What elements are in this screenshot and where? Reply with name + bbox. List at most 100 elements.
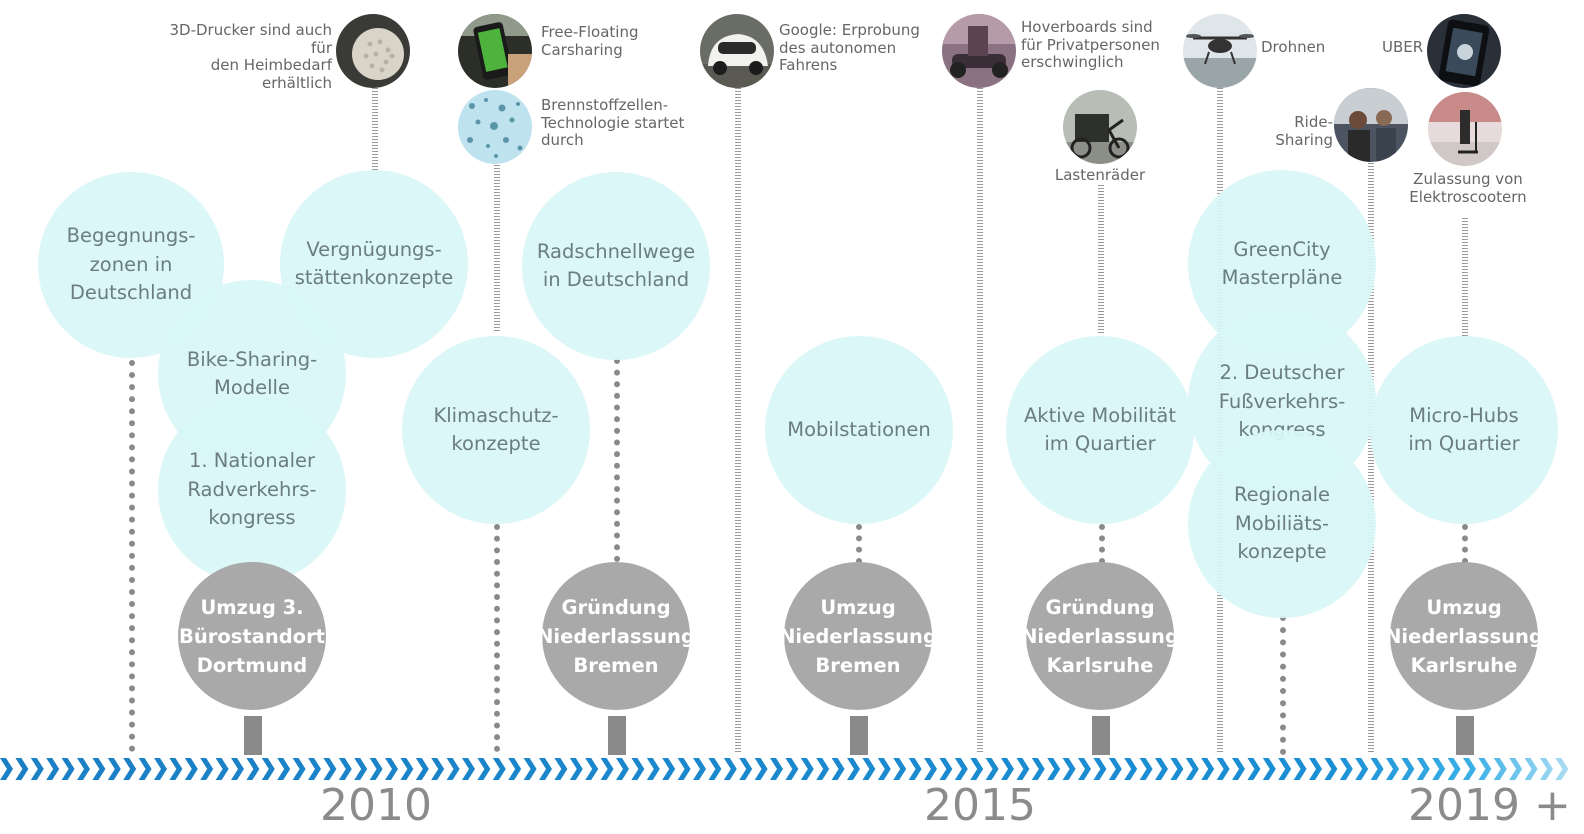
timeline-chevron xyxy=(862,758,876,780)
timeline-chevron xyxy=(385,758,398,780)
timeline-chevron xyxy=(154,758,167,780)
event-label-ride-sharing: Ride-Sharing xyxy=(1275,113,1333,149)
timeline-chevron xyxy=(1001,758,1014,780)
timeline-chevron xyxy=(1524,758,1538,780)
timeline-chevron xyxy=(292,758,306,780)
timeline-arrows xyxy=(0,758,1569,780)
timeline-chevron xyxy=(1278,758,1292,780)
timeline-chevron xyxy=(970,758,984,780)
timeline-chevron xyxy=(15,758,29,780)
timeline-chevron xyxy=(924,758,937,780)
timeline-chevron xyxy=(1370,758,1384,780)
hatched-line xyxy=(735,88,741,752)
timeline-chevron xyxy=(1540,758,1553,780)
timeline-chevron xyxy=(1155,758,1168,780)
timeline-chevron xyxy=(1401,758,1415,780)
timeline-chevron xyxy=(816,758,830,780)
timeline-chevron xyxy=(893,758,907,780)
event-label-google: Google: Erprobung des autonomen Fahrens xyxy=(779,21,920,74)
connector-line xyxy=(494,524,500,752)
timeline-chevron xyxy=(1016,758,1030,780)
bubble-begegnungszonen: Begegnungs- zonen in Deutschland xyxy=(38,172,224,358)
ride-sharing-photo-icon xyxy=(1334,88,1408,162)
milestone-stem xyxy=(1456,716,1474,755)
timeline-chevron xyxy=(1493,758,1507,780)
timeline-chevron xyxy=(1139,758,1153,780)
timeline-chevron xyxy=(1555,758,1569,780)
timeline-chevron xyxy=(46,758,60,780)
timeline-chevron xyxy=(308,758,321,780)
event-label-drohnen: Drohnen xyxy=(1261,38,1326,56)
bubble-aktive-mobilitaet: Aktive Mobilität im Quartier xyxy=(1006,336,1194,524)
timeline-chevron xyxy=(1170,758,1184,780)
milestone-dortmund: Umzug 3. Bürostandort Dortmund xyxy=(178,562,326,710)
autonomous-car-photo-icon xyxy=(700,14,774,88)
timeline-chevron xyxy=(1047,758,1061,780)
milestone-stem xyxy=(1092,716,1110,755)
timeline-chevron xyxy=(754,758,768,780)
timeline-chevron xyxy=(1463,758,1476,780)
timeline-chevron xyxy=(677,758,691,780)
fuel-cell-bubbles-photo-icon xyxy=(458,90,532,164)
uber-phone-photo-icon xyxy=(1427,14,1501,88)
timeline-chevron xyxy=(277,758,291,780)
timeline-chevron xyxy=(1416,758,1430,780)
timeline-chevron xyxy=(462,758,475,780)
timeline-chevron xyxy=(492,758,506,780)
timeline-chevron xyxy=(1339,758,1353,780)
timeline-chevron xyxy=(123,758,137,780)
timeline-chevron xyxy=(616,758,629,780)
event-label-uber: UBER xyxy=(1382,38,1424,56)
timeline-chevron xyxy=(30,758,44,780)
timeline-chevron xyxy=(1078,758,1091,780)
hatched-line xyxy=(1098,185,1104,335)
bubble-radverkehrskongress: 1. Nationaler Radverkehrs- kongress xyxy=(158,396,346,584)
cargo-bike-photo-icon xyxy=(1063,90,1137,164)
hatched-line xyxy=(372,88,378,170)
milestone-stem xyxy=(850,716,868,755)
hatched-line xyxy=(1368,160,1374,752)
connector-line xyxy=(856,524,862,564)
timeline-chevron xyxy=(400,758,414,780)
timeline-chevron xyxy=(431,758,445,780)
year-label-2015: 2015 xyxy=(924,780,1036,831)
timeline-chevron xyxy=(1509,758,1523,780)
timeline-chevron xyxy=(1216,758,1230,780)
timeline-chevron xyxy=(92,758,106,780)
connector-line xyxy=(1099,524,1105,564)
timeline-chevron xyxy=(1062,758,1076,780)
event-label-hoverboards: Hoverboards sind für Privatpersonen ersc… xyxy=(1021,18,1160,71)
timeline-chevron xyxy=(1093,758,1107,780)
timeline-chevron xyxy=(231,758,244,780)
timeline-chevron xyxy=(184,758,198,780)
timeline-chevron xyxy=(323,758,337,780)
hatched-line xyxy=(1462,218,1468,336)
event-label-lastenraeder: Lastenräder xyxy=(1054,166,1146,184)
timeline-chevron xyxy=(1293,758,1307,780)
timeline-chevron xyxy=(0,758,13,780)
timeline-chevron xyxy=(1309,758,1322,780)
event-label-brennstoffzellen: Brennstoffzellen- Technologie startet du… xyxy=(541,96,685,149)
timeline-chevron xyxy=(1247,758,1261,780)
event-label-3d-drucker: 3D-Drucker sind auch für den Heimbedarf … xyxy=(169,21,332,92)
hatched-line xyxy=(494,165,500,333)
event-label-carsharing: Free-Floating Carsharing xyxy=(541,23,639,59)
timeline-chevron xyxy=(831,758,845,780)
smartphone-car-photo-icon xyxy=(458,14,532,88)
timeline-chevron xyxy=(646,758,660,780)
timeline-chevron xyxy=(1386,758,1399,780)
milestone-gruendung-karlsruhe: Gründung Niederlassung Karlsruhe xyxy=(1021,562,1179,710)
timeline-chevron xyxy=(1201,758,1215,780)
hatched-line xyxy=(977,88,983,752)
timeline-chevron xyxy=(569,758,583,780)
timeline-chevron xyxy=(554,758,568,780)
timeline-chevron xyxy=(61,758,75,780)
bubble-radschnellwege: Radschnellwege in Deutschland xyxy=(522,172,710,360)
bubble-mobilstationen: Mobilstationen xyxy=(765,336,953,524)
timeline-chevron xyxy=(723,758,737,780)
timeline-chevron xyxy=(631,758,645,780)
hoverboard-photo-icon xyxy=(942,14,1016,88)
timeline-chevron xyxy=(261,758,275,780)
timeline-chevron xyxy=(539,758,552,780)
timeline-chevron xyxy=(215,758,229,780)
